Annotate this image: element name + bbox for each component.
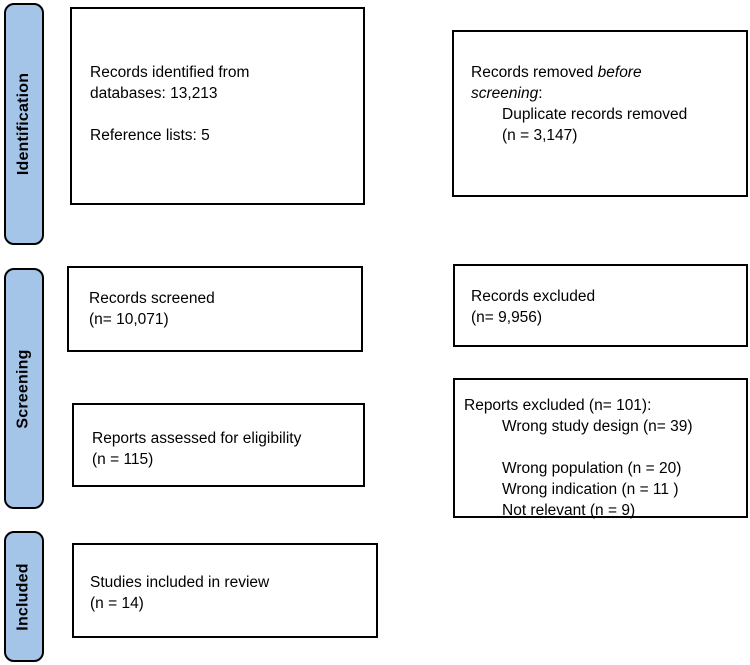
records-screened-line2: (n= 10,071) (89, 311, 169, 328)
stage-label-included-text: Included (15, 562, 33, 631)
reports-assessed-box: Reports assessed for eligibility (n = 11… (72, 403, 365, 487)
records-excluded-line1: Records excluded (471, 288, 596, 305)
records-removed-line2-italic: screening (471, 85, 539, 102)
stage-label-identification: Identification (4, 3, 44, 245)
blank-line (90, 104, 355, 125)
records-identified-line2: databases: 13,213 (90, 85, 218, 102)
stage-label-screening: Screening (4, 268, 44, 509)
reports-assessed-line1: Reports assessed for eligibility (92, 430, 302, 447)
reports-excluded-box: Reports excluded (n= 101): Wrong study d… (453, 378, 748, 519)
records-screened-box: Records screened (n= 10,071) (67, 266, 363, 352)
studies-included-line1: Studies included in review (90, 574, 270, 591)
studies-included-line2: (n = 14) (90, 595, 144, 612)
reports-excluded-line1: Reports excluded (n= 101): (464, 397, 652, 414)
records-identified-line1: Records identified from (90, 64, 250, 81)
reports-excluded-line4: Wrong indication (n = 11 ) (502, 481, 679, 498)
reports-excluded-line2: Wrong study design (n= 39) (502, 418, 693, 435)
records-removed-line3: Duplicate records removed (502, 106, 688, 123)
records-removed-line1: Records removed before (471, 62, 740, 83)
records-removed-line2: screening: (471, 83, 740, 104)
blank-line (464, 437, 742, 458)
studies-included-box: Studies included in review (n = 14) (72, 543, 378, 638)
records-excluded-box: Records excluded (n= 9,956) (453, 264, 748, 347)
records-identified-line3: Reference lists: 5 (90, 127, 210, 144)
records-screened-line1: Records screened (89, 290, 215, 307)
stage-label-included: Included (4, 531, 44, 662)
reports-assessed-line2: (n = 115) (92, 451, 154, 468)
records-removed-line4: (n = 3,147) (502, 127, 578, 144)
records-removed-box: Records removed before screening: Duplic… (452, 30, 748, 197)
stage-label-identification-text: Identification (15, 72, 33, 176)
records-removed-line1-regular: Records removed (471, 64, 598, 81)
reports-excluded-line3: Wrong population (n = 20) (502, 460, 682, 477)
stage-label-screening-text: Screening (15, 348, 33, 429)
records-excluded-line2: (n= 9,956) (471, 309, 543, 326)
reports-excluded-line5: Not relevant (n = 9) (502, 502, 636, 519)
records-removed-line1-italic: before (597, 64, 642, 81)
records-identified-box: Records identified from databases: 13,21… (70, 7, 365, 205)
records-removed-line2-regular: : (538, 85, 543, 102)
